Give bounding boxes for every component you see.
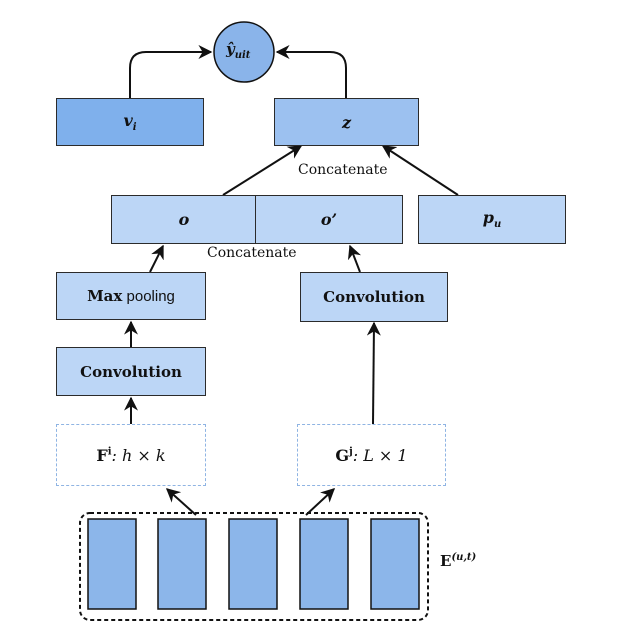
filter-F-label: Fi: h × k: [96, 445, 166, 465]
max-pooling-box: Max pooling: [56, 272, 206, 320]
arrow-p-to-z: [381, 145, 459, 196]
convolution-right-label: Convolution: [323, 288, 425, 306]
o-prime-label: o’: [320, 210, 338, 229]
arrow-maxpool-to-o: [149, 244, 164, 273]
item-vector-label: vi: [123, 110, 137, 134]
concat-output-box: z: [274, 98, 419, 146]
concatenate-label-top: Concatenate: [298, 162, 388, 178]
convolution-right-box: Convolution: [300, 272, 448, 322]
o-prime-box: o’: [255, 195, 403, 244]
user-vector-box: pu: [418, 195, 566, 244]
prediction-node-circle: [213, 21, 275, 83]
embedding-column-5: [370, 518, 420, 610]
arrow-o-to-z: [222, 145, 303, 196]
yhat-symbol: ŷ: [226, 40, 235, 58]
convolution-left-box: Convolution: [56, 347, 206, 396]
yhat-subscript: uit: [234, 50, 251, 61]
item-vector-box: vi: [56, 98, 204, 146]
arrow-E-to-F: [165, 488, 197, 516]
max-pooling-label: Max pooling: [87, 287, 175, 305]
embedding-column-2: [157, 518, 207, 610]
prediction-node-label: ŷuit: [226, 40, 250, 61]
arrow-convright-to-oprime: [347, 244, 362, 273]
arrow-v-to-yhat: [129, 45, 213, 98]
user-vector-label: pu: [482, 208, 502, 231]
embedding-column-3: [228, 518, 278, 610]
z-label: z: [341, 112, 352, 132]
embedding-column-1: [87, 518, 137, 610]
concatenate-label-mid: Concatenate: [207, 245, 297, 261]
convolution-left-label: Convolution: [80, 362, 182, 381]
filter-G-label: Gj: L × 1: [335, 445, 408, 465]
embedding-label: E(u,t): [440, 552, 477, 570]
o-label: o: [178, 210, 190, 229]
embedding-matrix-container: [79, 512, 429, 621]
o-box: o: [111, 195, 257, 244]
embedding-column-4: [299, 518, 349, 610]
filter-G-box: Gj: L × 1: [297, 424, 446, 486]
arrow-E-to-G: [305, 488, 336, 516]
arrow-z-to-yhat: [275, 45, 347, 98]
filter-F-box: Fi: h × k: [56, 424, 206, 486]
arrow-G-to-convright: [366, 321, 381, 425]
